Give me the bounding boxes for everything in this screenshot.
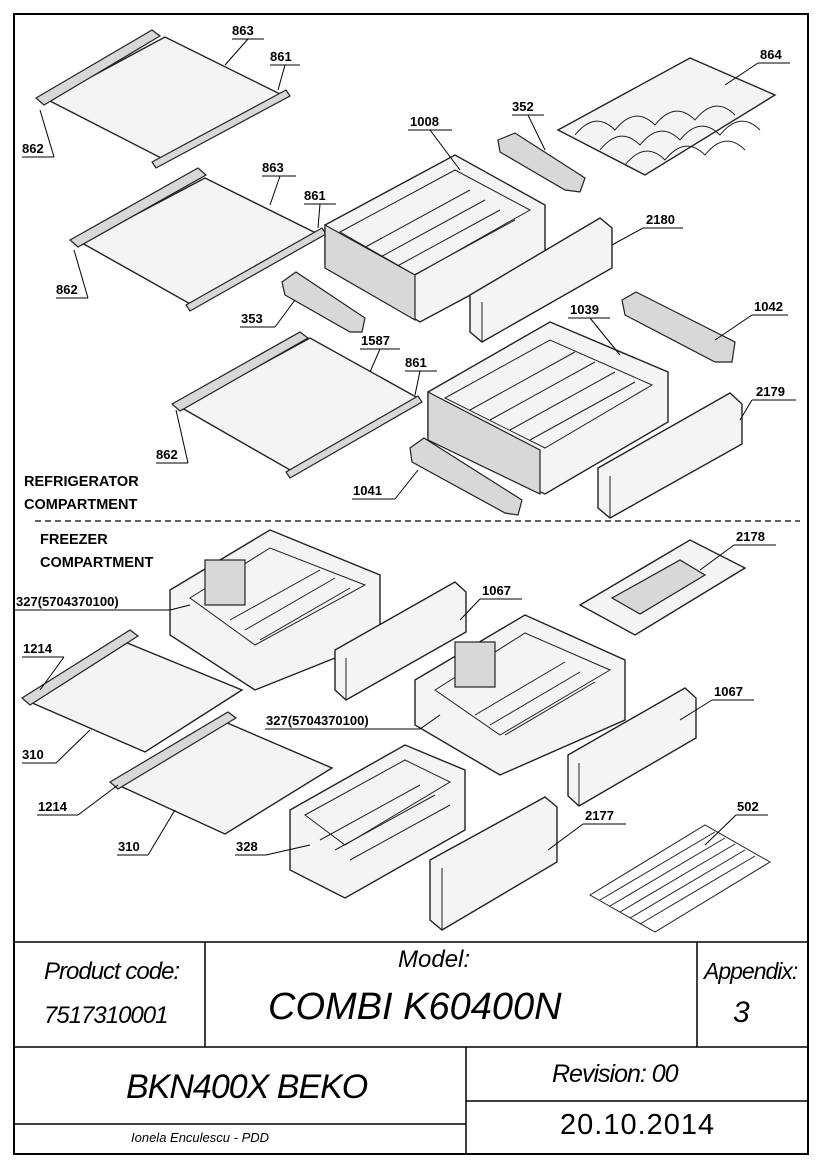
drawer-front-1067-lower [567,687,697,807]
part-label-864: 864 [760,47,782,62]
section-labels: REFRIGERATOR COMPARTMENT FREEZER COMPART… [24,474,153,571]
drawer-front-1067-upper [334,581,467,701]
part-label-2177: 2177 [585,808,614,823]
wire-basket-328 [289,744,466,899]
wire-shelf-502 [589,824,771,933]
part-label-862: 862 [56,282,78,297]
part-label-327: 327(5704370100) [16,594,119,609]
author-name: Ionela Enculescu - PDD [131,1130,270,1145]
part-label-327: 327(5704370100) [266,713,369,728]
freezer-compartment-label: COMPARTMENT [40,555,153,571]
freezer-glass-310-upper [20,629,244,753]
part-label-2179: 2179 [756,384,785,399]
part-label-862: 862 [156,447,178,462]
wine-rack-864 [556,57,777,176]
part-label-1067: 1067 [714,684,743,699]
title-block-grid [14,941,808,1154]
model-value: COMBI K60400N [268,986,562,1028]
part-label-2180: 2180 [646,212,675,227]
part-label-352: 352 [512,99,534,114]
part-label-862: 862 [22,141,44,156]
slide-rail-1041 [409,437,523,516]
part-label-1214: 1214 [38,799,68,814]
refrigerator-compartment-label: COMPARTMENT [24,497,137,513]
freezer-compartment-label: FREEZER [40,532,108,548]
drawer-1008 [324,154,546,323]
drawer-1039 [427,321,669,495]
slide-rail-353 [281,271,366,333]
refrigerator-compartment-label: REFRIGERATOR [24,474,139,490]
part-label-1067: 1067 [482,583,511,598]
part-label-1008: 1008 [410,114,439,129]
part-label-310: 310 [118,839,140,854]
part-label-310: 310 [22,747,44,762]
part-label-1041: 1041 [353,483,382,498]
part-label-861: 861 [304,188,326,203]
product-code-label: Product code: [44,958,180,985]
glass-shelf-863-top [34,29,291,169]
ice-tray-2178 [578,539,747,636]
part-labels: 863 861 862 863 861 862 1008 352 864 218… [16,23,785,854]
drawer-front-2179 [597,392,743,519]
product-name: BKN400X BEKO [126,1068,368,1106]
model-label: Model: [398,946,471,973]
part-label-1039: 1039 [570,302,599,317]
drawer-front-2180 [469,217,613,343]
freezer-drawer-327-lower [414,614,626,776]
part-label-863: 863 [262,160,284,175]
part-label-861: 861 [405,355,427,370]
part-label-861: 861 [270,49,292,64]
glass-shelf-1587 [170,331,423,479]
appendix-label: Appendix: [704,958,798,984]
leader-lines [14,38,796,856]
part-label-1587: 1587 [361,333,390,348]
part-label-863: 863 [232,23,254,38]
glass-shelf-863-middle [68,167,327,312]
product-code-value: 7517310001 [44,1002,168,1029]
part-label-1042: 1042 [754,299,783,314]
part-label-2178: 2178 [736,529,765,544]
revision-label: Revision: 00 [552,1060,679,1088]
drawer-front-2177 [429,796,558,931]
drawing-date: 20.10.2014 [560,1109,716,1141]
slide-rail-1042 [621,291,736,363]
part-label-1214: 1214 [23,641,53,656]
part-label-353: 353 [241,311,263,326]
appendix-value: 3 [733,996,750,1029]
part-label-328: 328 [236,839,258,854]
part-label-502: 502 [737,799,759,814]
slide-rail-352 [497,132,586,193]
drawing-frame [13,13,809,1155]
